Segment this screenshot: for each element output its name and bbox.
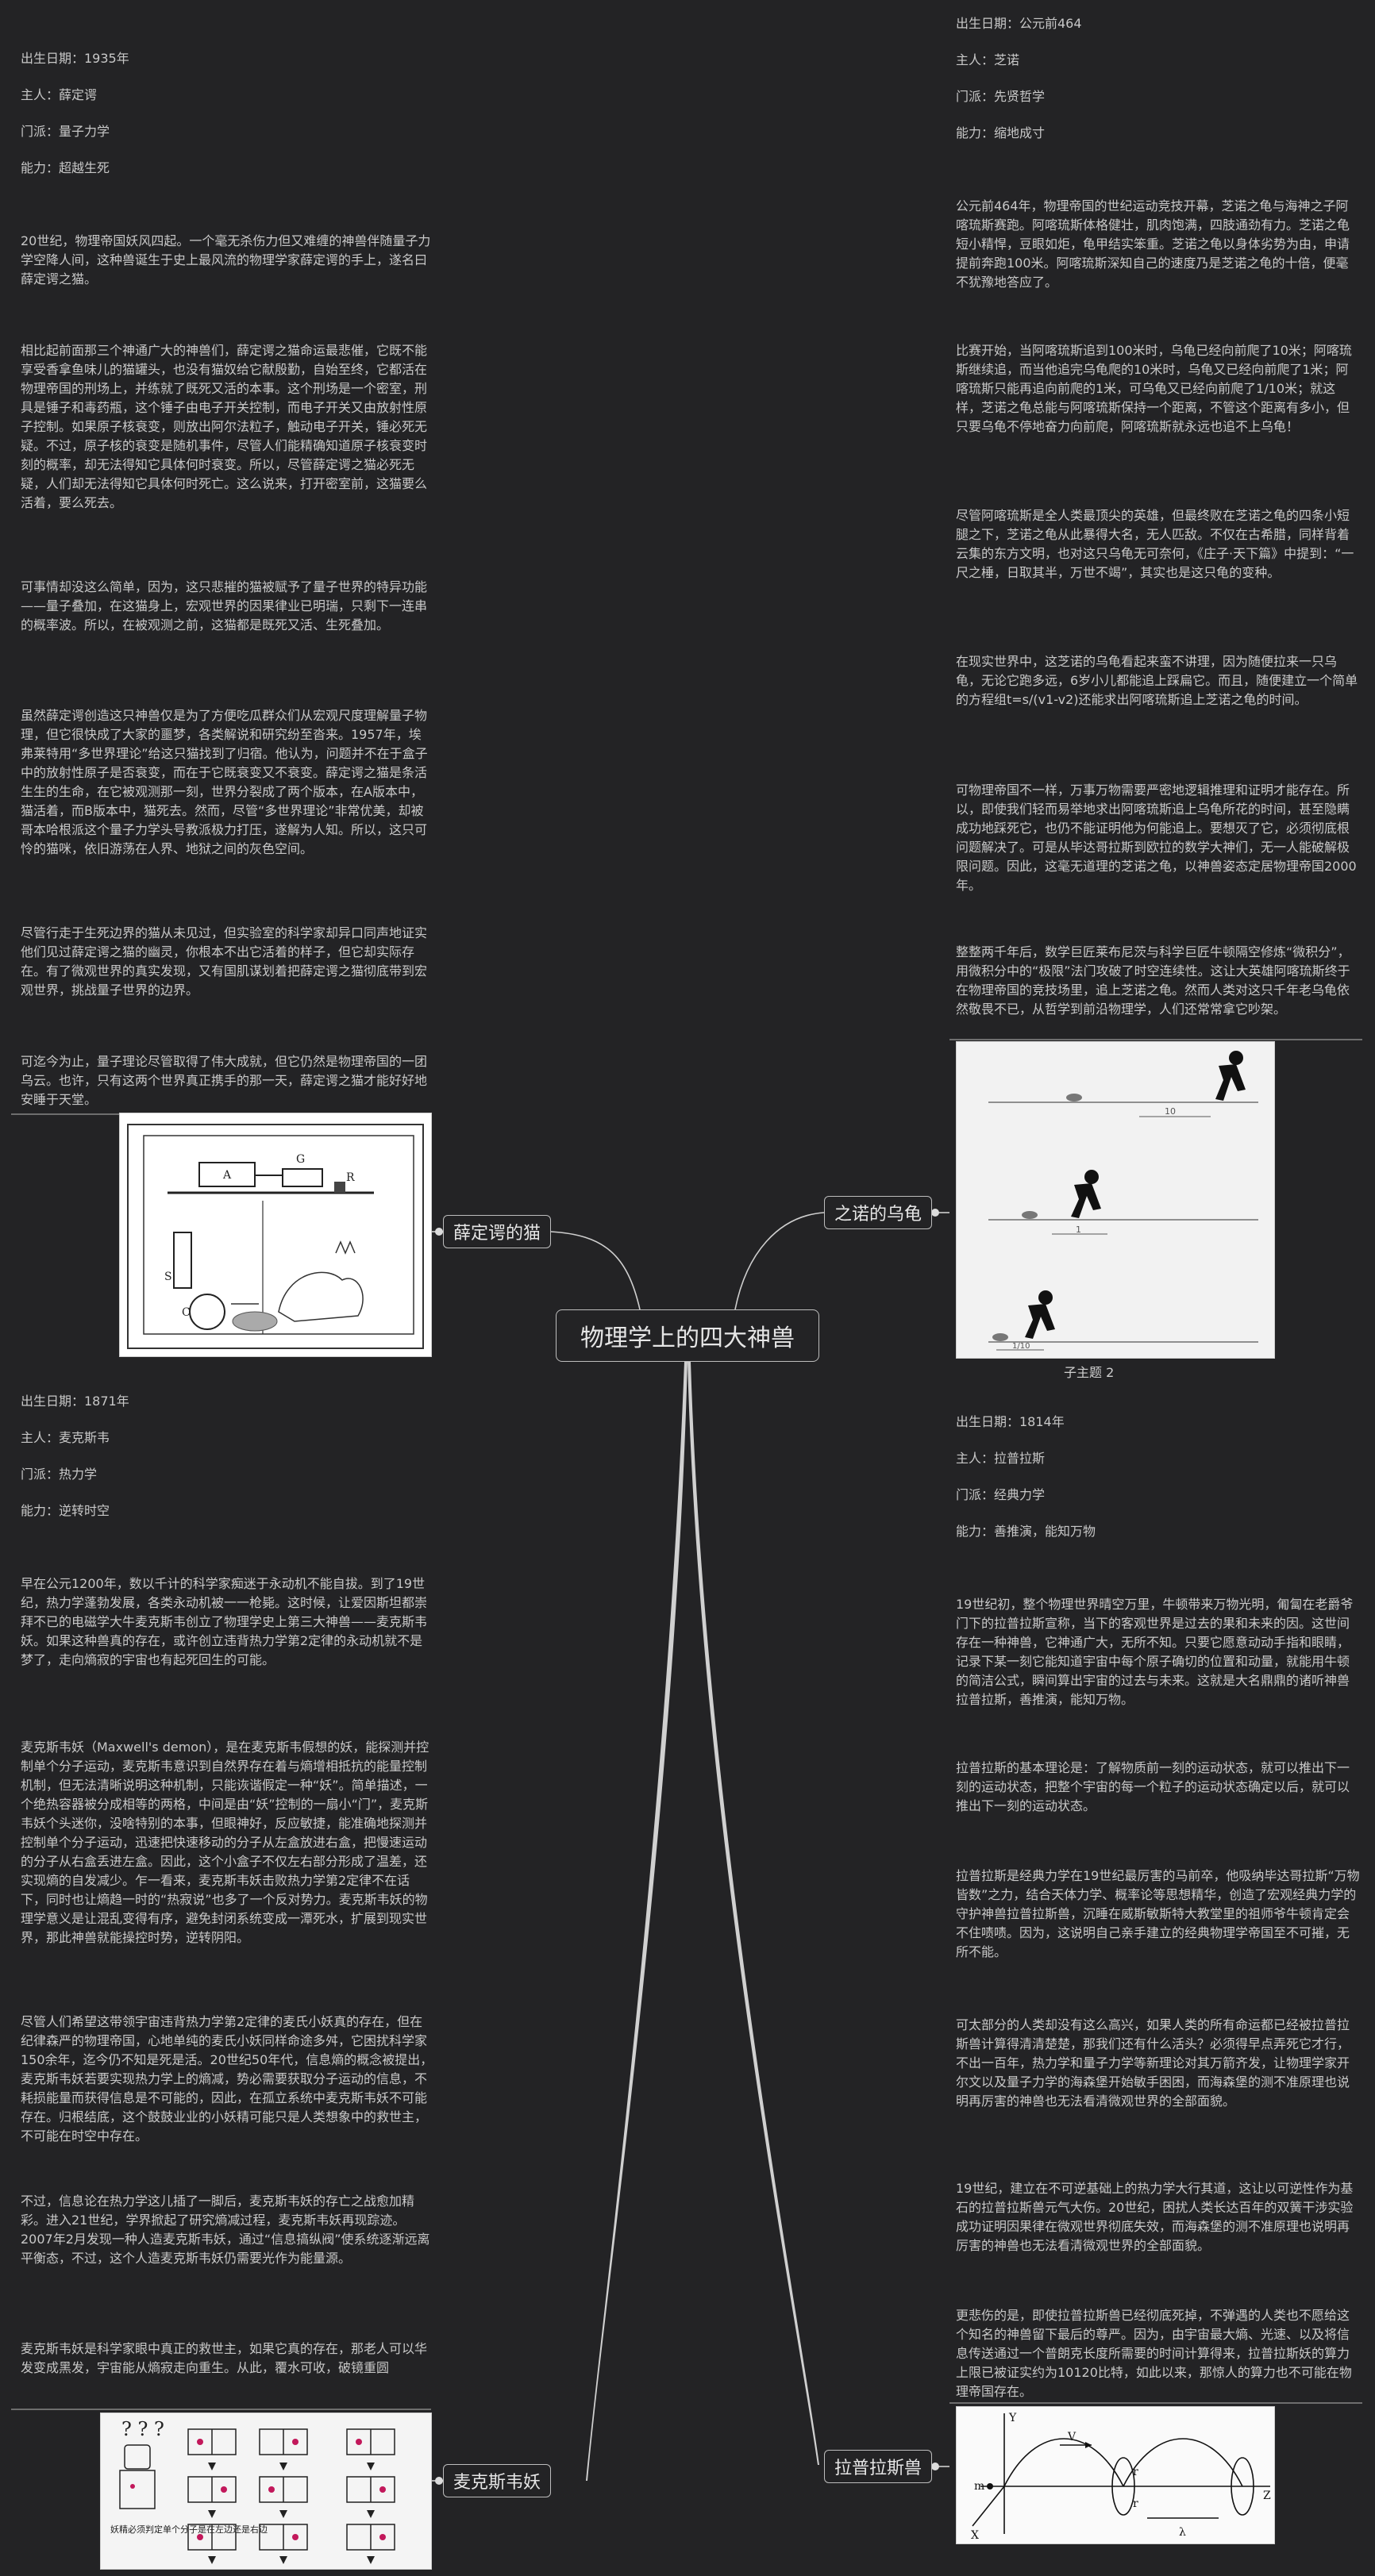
meta-line: 门派：先贤哲学 — [956, 89, 1046, 104]
branch-maxwell-demon[interactable]: 麦克斯韦妖 — [443, 2464, 552, 2497]
maxwell-paragraph: 麦克斯韦妖是科学家眼中真正的救世主，如果它真的存在，那老人可以华发变成黑发，宇宙… — [21, 2341, 428, 2375]
meta-line: 门派：经典力学 — [956, 1487, 1046, 1502]
meta-line: 出生日期：1871年 — [21, 1394, 129, 1409]
zeno-paragraph: 比赛开始，当阿喀琉斯追到100米时，乌龟已经向前爬了10米；阿喀琉斯继续追，而当… — [956, 343, 1352, 434]
svg-text:G: G — [296, 1153, 305, 1166]
maxwell-paragraph: 麦克斯韦妖（Maxwell's demon），是在麦克斯韦假想的妖，能探测并控制… — [21, 1740, 429, 1945]
zeno-paragraph: 公元前464年，物理帝国的世纪运动竞技开幕，芝诺之龟与海神之子阿喀琉斯赛跑。阿喀… — [956, 198, 1350, 290]
svg-text:1: 1 — [1076, 1225, 1081, 1235]
svg-text:A: A — [222, 1169, 232, 1182]
branch-laplace-beast[interactable]: 拉普拉斯兽 — [824, 2450, 933, 2483]
meta-line: 出生日期：公元前464 — [956, 16, 1082, 31]
zeno-paragraph: 整整两千年后，数学巨匠莱布尼茨与科学巨匠牛顿隔空修炼“微积分”，用微积分中的“极… — [956, 944, 1350, 1017]
zeno-paragraph: 在现实世界中，这芝诺的乌龟看起来蛮不讲理，因为随便拉来一只乌龟，无论它跑多远，6… — [956, 654, 1358, 707]
meta-line: 门派：热力学 — [21, 1467, 98, 1482]
svg-text:r: r — [1133, 2466, 1138, 2478]
schrodinger-paragraph: 20世纪，物理帝国妖风四起。一个毫无杀伤力但又难缠的神兽伴随量子力学空降人间，这… — [21, 233, 431, 286]
meta-line: 门派：量子力学 — [21, 124, 110, 139]
svg-text:Y: Y — [1008, 2412, 1017, 2424]
meta-line: 主人：麦克斯韦 — [21, 1430, 110, 1445]
svg-text:10: 10 — [1165, 1106, 1176, 1117]
branch-zeno-tortoise[interactable]: 之诺的乌龟 — [824, 1196, 933, 1229]
laplace-paragraph: 19世纪初，整个物理世界晴空万里，牛顿带来万物光明，匍匐在老爵爷门下的拉普拉斯宣… — [956, 1597, 1354, 1707]
maxwell-demon-diagram: ? ? ? 妖精必须判定单个分子是在左边还是右边 — [100, 2413, 432, 2570]
zeno-paragraph: 可物理帝国不一样，万事万物需要严密地逻辑推理和证明才能存在。所以，即使我们轻而易… — [956, 782, 1357, 893]
root-topic[interactable]: 物理学上的四大神兽 — [556, 1309, 819, 1362]
schrodinger-paragraph: 相比起前面那三个神通广大的神兽们，薛定谔之猫命运最悲催，它既不能享受香拿鱼味儿的… — [21, 343, 428, 510]
maxwell-meta: 出生日期：1871年 主人：麦克斯韦 门派：热力学 能力：逆转时空 — [21, 1392, 433, 1538]
maxwell-paragraph: 早在公元1200年，数以千计的科学家痴迷于永动机不能自拔。到了19世纪，热力学蓬… — [21, 1576, 428, 1667]
schrodinger-paragraph: 尽管行走于生死边界的猫从未见过，但实验室的科学家却异口同声地证实他们见过薛定谔之… — [21, 925, 428, 998]
svg-text:? ? ?: ? ? ? — [121, 2418, 164, 2440]
svg-text:C: C — [182, 1306, 191, 1319]
meta-line: 出生日期：1814年 — [956, 1414, 1065, 1429]
connector-dot — [435, 2477, 443, 2485]
schrodinger-meta: 出生日期：1935年 主人：薛定谔 门派：量子力学 能力：超越生死 — [21, 49, 433, 195]
meta-line: 主人：薛定谔 — [21, 87, 98, 102]
meta-line: 主人：芝诺 — [956, 52, 1020, 67]
meta-line: 出生日期：1935年 — [21, 51, 129, 66]
schrodinger-paragraph: 可事情却没这么简单，因为，这只悲摧的猫被赋予了量子世界的特异功能——量子叠加，在… — [21, 579, 428, 632]
svg-text:m: m — [974, 2480, 984, 2493]
meta-line: 能力：逆转时空 — [21, 1503, 110, 1518]
maxwell-paragraph: 不过，信息论在热力学这儿插了一脚后，麦克斯韦妖的存亡之战愈加精彩。进入21世纪，… — [21, 2193, 430, 2266]
zeno-paragraph: 尽管阿喀琉斯是全人类最顶尖的英雄，但最终败在芝诺之龟的四条小短腿之下，芝诺之龟从… — [956, 508, 1354, 580]
meta-line: 能力：超越生死 — [21, 160, 110, 175]
schrodinger-cat-diagram: A G R S C — [119, 1113, 432, 1357]
schrodinger-paragraph: 可迄今为止，量子理论尽管取得了伟大成就，但它仍然是物理帝国的一团乌云。也许，只有… — [21, 1054, 428, 1107]
svg-text:Z: Z — [1263, 2489, 1271, 2502]
meta-line: 主人：拉普拉斯 — [956, 1451, 1046, 1466]
zeno-race-diagram: 10 1 1/10 — [956, 1041, 1275, 1359]
laplace-paragraph: 19世纪，建立在不可逆基础上的热力学大行其道，这让以可逆性作为基石的拉普拉斯兽元… — [956, 2181, 1354, 2253]
connector-dot — [435, 1228, 443, 1236]
laplace-paragraph: 拉普拉斯的基本理论是：了解物质前一刻的运动状态，就可以推出下一刻的运动状态，把整… — [956, 1760, 1350, 1813]
laplace-meta: 出生日期：1814年 主人：拉普拉斯 门派：经典力学 能力：善推演，能知万物 — [956, 1413, 1361, 1559]
laplace-motion-diagram: Y Z X m V λ r r — [956, 2406, 1275, 2544]
zeno-meta: 出生日期：公元前464 主人：芝诺 门派：先贤哲学 能力：缩地成寸 — [956, 14, 1361, 160]
connector-dot — [931, 1209, 939, 1217]
svg-text:R: R — [346, 1171, 355, 1184]
svg-text:λ: λ — [1179, 2526, 1186, 2539]
branch-schrodinger-cat[interactable]: 薛定谔的猫 — [443, 1215, 552, 1248]
meta-line: 能力：缩地成寸 — [956, 125, 1046, 140]
connector-dot — [931, 2463, 939, 2470]
maxwell-image-text: 妖精必须判定单个分子是在左边还是右边 — [110, 2524, 268, 2535]
maxwell-paragraph: 尽管人们希望这带领宇宙违背热力学第2定律的麦氏小妖真的存在，但在纪律森严的物理帝… — [21, 2014, 433, 2143]
laplace-paragraph: 可太部分的人类却没有这么高兴，如果人类的所有命运都已经被拉普拉斯兽计算得清清楚楚… — [956, 2017, 1350, 2109]
meta-line: 能力：善推演，能知万物 — [956, 1524, 1096, 1539]
laplace-paragraph: 更悲伤的是，即使拉普拉斯兽已经彻底死掉，不弹遇的人类也不愿给这个知名的神兽留下最… — [956, 2308, 1352, 2399]
svg-text:X: X — [971, 2529, 979, 2542]
svg-text:V: V — [1067, 2431, 1077, 2443]
svg-text:1/10: 1/10 — [1012, 1342, 1030, 1351]
zeno-image-caption: 子主题 2 — [1064, 1365, 1115, 1380]
svg-text:S: S — [164, 1271, 172, 1283]
svg-text:r: r — [1133, 2497, 1138, 2510]
laplace-paragraph: 拉普拉斯是经典力学在19世纪最厉害的马前卒，他吸纳毕达哥拉斯“万物皆数”之力，结… — [956, 1868, 1360, 1959]
schrodinger-paragraph: 虽然薛定谔创造这只神兽仅是为了方便吃瓜群众们从宏观尺度理解量子物理，但它很快成了… — [21, 708, 428, 856]
